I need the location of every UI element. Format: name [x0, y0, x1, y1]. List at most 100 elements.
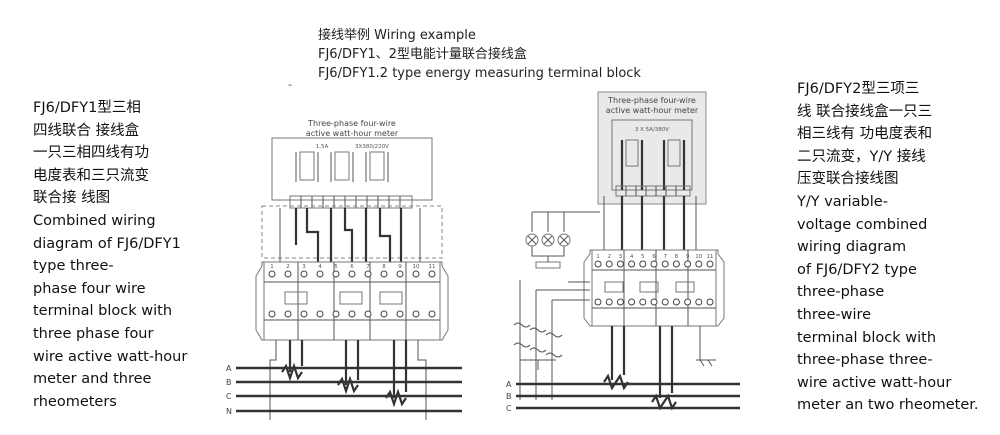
terminal-screw	[268, 310, 276, 318]
left-meter-title-2: active watt-hour meter	[306, 129, 399, 138]
terminal-screw	[650, 260, 658, 268]
left-meter-wires	[294, 208, 403, 262]
right-description-line: Y/Y variable-	[797, 193, 888, 210]
terminal-screw	[412, 310, 420, 318]
terminal-screw	[284, 310, 292, 318]
right-description-line: 线 联合接线盒一只三	[797, 103, 933, 120]
dash-mark: -	[288, 78, 292, 91]
terminal-number: 6	[350, 264, 354, 270]
terminal-number: 3	[302, 264, 306, 270]
terminal-screw	[661, 298, 669, 306]
right-description-line: three-phase	[797, 284, 885, 301]
terminal-number: 8	[382, 264, 386, 270]
terminal-screw	[300, 270, 308, 278]
right-description-line: of FJ6/DFY2 type	[797, 261, 917, 278]
left-bus-label-n: N	[226, 407, 232, 416]
right-meter-wires	[620, 196, 686, 250]
left-wiring-diagram: Three-phase four-wire active watt-hour m…	[226, 119, 462, 420]
header: 接线举例 Wiring example FJ6/DFY1、2型电能计量联合接线盒…	[318, 26, 641, 83]
terminal-screw	[650, 298, 658, 306]
terminal-number: 6	[652, 254, 656, 260]
terminal-screw	[594, 298, 602, 306]
terminal-screw	[616, 260, 624, 268]
left-ct-c	[385, 388, 407, 408]
terminal-screw	[428, 270, 436, 278]
right-meter-terminals	[615, 185, 691, 197]
left-bus-label-b: B	[226, 378, 232, 387]
terminal-screw	[695, 260, 703, 268]
terminal-screw	[605, 298, 613, 306]
left-description: FJ6/DFY1型三相四线联合 接线盒一只三相四线有功电度表和三只流变联合接 线…	[33, 97, 187, 413]
terminal-screw	[332, 270, 340, 278]
right-ground	[696, 326, 716, 367]
right-meter-coils	[620, 139, 686, 190]
terminal-screw	[672, 260, 680, 268]
right-description-line: FJ6/DFY2型三项三	[797, 81, 920, 97]
right-description-line: 二只流变，Y/Y 接线	[797, 148, 926, 165]
terminal-screw	[380, 270, 388, 278]
left-description-line: 联合接 线图	[33, 190, 111, 207]
right-bus-label-b: B	[506, 392, 512, 401]
terminal-screw	[684, 260, 692, 268]
left-description-line: phase four wire	[33, 280, 146, 297]
right-description-line: terminal block with	[797, 329, 937, 346]
right-ct-c	[651, 393, 677, 411]
terminal-screw	[348, 270, 356, 278]
right-wiring-diagram: Three-phase four-wire active watt-hour m…	[506, 91, 740, 413]
right-description-line: voltage combined	[797, 216, 928, 233]
left-description-line: rheometers	[33, 393, 117, 410]
right-description-line: 压变联合接线图	[797, 171, 899, 188]
header-title: 接线举例 Wiring example	[318, 28, 476, 43]
terminal-screw	[332, 310, 340, 318]
terminal-number: 2	[607, 254, 611, 260]
right-voltage-transformers	[513, 280, 590, 400]
left-description-line: 一只三相四线有功	[33, 145, 149, 162]
left-description-line: three phase four	[33, 325, 154, 342]
terminal-screw	[316, 310, 324, 318]
terminal-screw	[628, 298, 636, 306]
left-ct-b	[337, 375, 359, 395]
terminal-screw	[605, 260, 613, 268]
terminal-screw	[661, 260, 669, 268]
terminal-number: 11	[707, 254, 714, 260]
terminal-number: 7	[663, 254, 667, 260]
terminal-screw	[616, 298, 624, 306]
left-description-line: meter and three	[33, 371, 152, 388]
right-bus-label-a: A	[506, 380, 512, 389]
left-meter-coils	[295, 151, 389, 182]
terminal-number: 4	[630, 254, 634, 260]
terminal-screw	[284, 270, 292, 278]
left-meter-box	[271, 137, 433, 201]
terminal-number: 7	[366, 264, 370, 270]
terminal-screw	[364, 310, 372, 318]
terminal-screw	[412, 270, 420, 278]
terminal-screw	[672, 298, 680, 306]
header-model-cn: FJ6/DFY1、2型电能计量联合接线盒	[318, 47, 527, 62]
terminal-screw	[628, 260, 636, 268]
terminal-number: 11	[429, 264, 436, 270]
left-meter-rating-2: 3X380/220V	[355, 144, 389, 150]
terminal-screw	[639, 298, 647, 306]
right-description-line: meter an two rheometer.	[797, 397, 979, 414]
terminal-number: 1	[596, 254, 600, 260]
terminal-number: 5	[334, 264, 338, 270]
terminal-screw	[639, 260, 647, 268]
right-bus-label-c: C	[506, 404, 512, 413]
left-ct-wires	[288, 340, 408, 398]
terminal-number: 1	[270, 264, 274, 270]
terminal-screw	[364, 270, 372, 278]
right-description-line: 相三线有 功电度表和	[797, 126, 933, 143]
right-meter-box	[597, 91, 707, 205]
terminal-screw	[396, 310, 404, 318]
terminal-number: 2	[286, 264, 290, 270]
terminal-screw	[380, 310, 388, 318]
terminal-number: 9	[398, 264, 402, 270]
terminal-screw	[396, 270, 404, 278]
left-description-line: 四线联合 接线盒	[33, 122, 140, 139]
terminal-screw	[695, 298, 703, 306]
terminal-number: 3	[619, 254, 623, 260]
terminal-number: 4	[318, 264, 322, 270]
left-meter-terminals	[289, 195, 413, 209]
